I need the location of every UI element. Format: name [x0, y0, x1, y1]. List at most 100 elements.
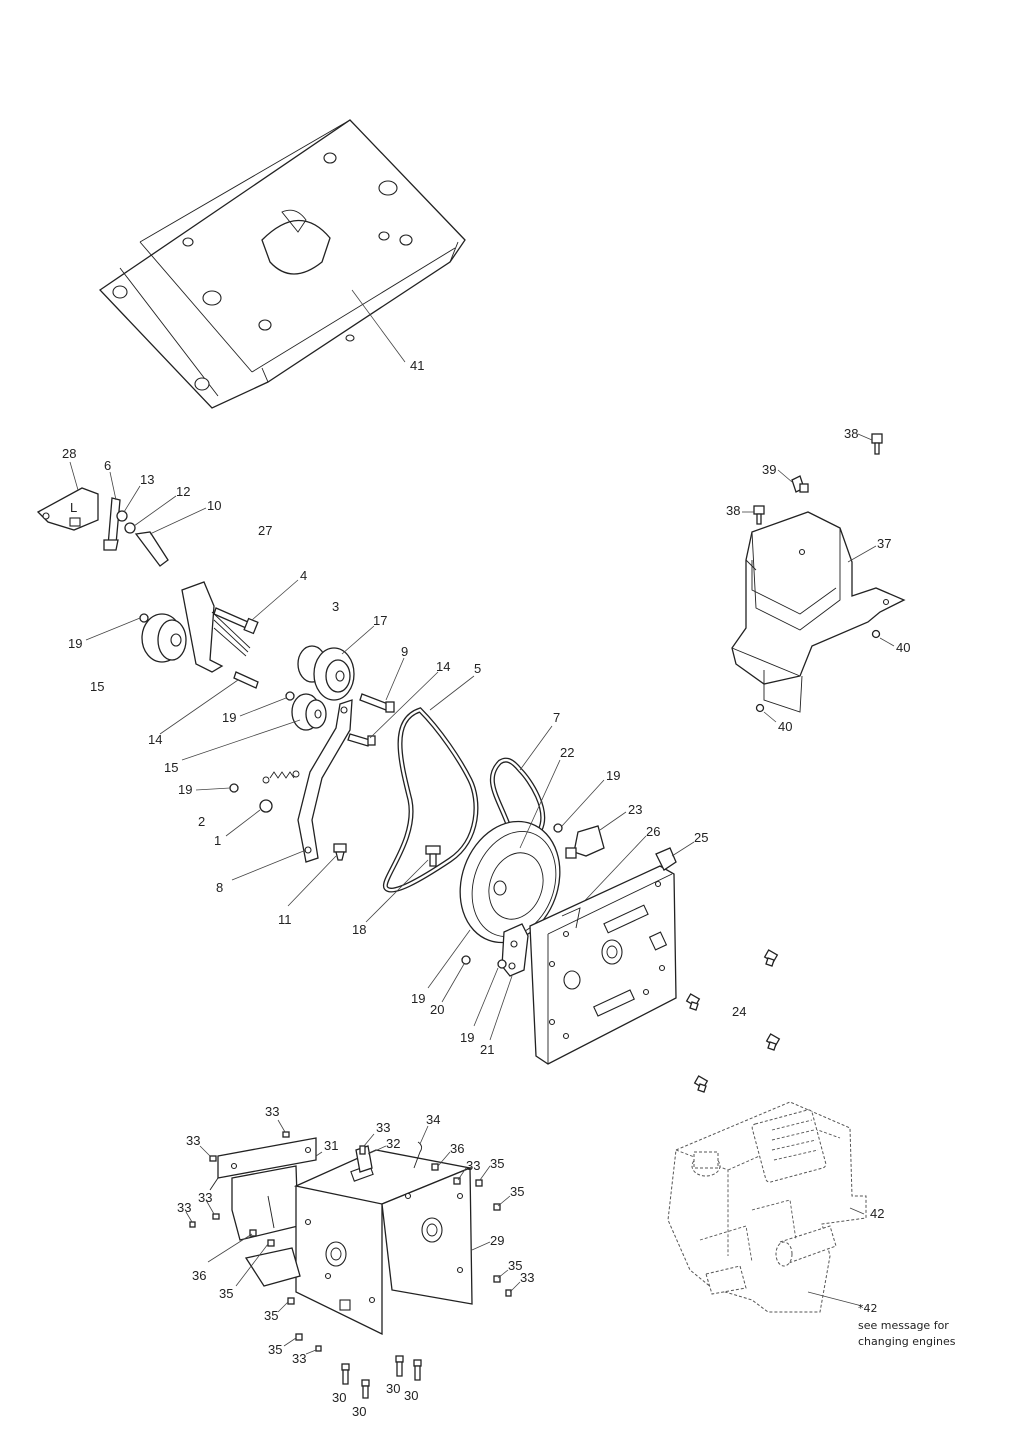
- bolt-38a: [871, 433, 883, 455]
- callout-42: 42: [870, 1206, 884, 1221]
- rod-34: [413, 1141, 423, 1169]
- pulley-17: [297, 645, 355, 701]
- callout-41: 41: [410, 358, 424, 373]
- callout-36b: 36: [192, 1268, 206, 1283]
- callout-23: 23: [628, 802, 642, 817]
- callout-33f: 33: [177, 1200, 191, 1215]
- chassis-plate-41: [99, 119, 466, 409]
- nut-40a: [871, 629, 881, 639]
- pulley-15b: [291, 693, 327, 731]
- callout-1: 1: [214, 833, 221, 848]
- rod-10: [134, 531, 169, 567]
- callout-11: 11: [278, 912, 292, 927]
- callout-14a: 14: [436, 659, 450, 674]
- callout-12: 12: [176, 484, 190, 499]
- callout-14b: 14: [148, 732, 162, 747]
- callout-31: 31: [324, 1138, 338, 1153]
- bolt-14b: [347, 733, 376, 747]
- callout-35f: 35: [268, 1342, 282, 1357]
- idler-bracket: [181, 581, 251, 673]
- callout-28: 28: [62, 446, 76, 461]
- callout-19a: 19: [68, 636, 82, 651]
- bolt-38b: [753, 505, 765, 525]
- shoulder-bolt-11: [333, 843, 347, 861]
- drive-belt-5: [382, 707, 479, 893]
- nut-19a: [139, 613, 149, 623]
- callout-21: 21: [480, 1042, 494, 1057]
- callout-15a: 15: [90, 679, 104, 694]
- callout-33c: 33: [376, 1120, 390, 1135]
- callout-19f: 19: [460, 1030, 474, 1045]
- fasteners-33-35-36: [189, 1131, 512, 1352]
- callout-30b: 30: [352, 1404, 366, 1419]
- callout-35b: 35: [510, 1184, 524, 1199]
- frame-assembly-29: [293, 1145, 473, 1336]
- callout-33g: 33: [520, 1270, 534, 1285]
- callout-19e: 19: [411, 991, 425, 1006]
- callout-39: 39: [762, 462, 776, 477]
- lever-6: [103, 497, 121, 551]
- clip-39: [791, 475, 809, 493]
- bracket-21: [501, 923, 529, 977]
- callout-33h: 33: [292, 1351, 306, 1366]
- callout-3: 3: [332, 599, 339, 614]
- callout-32: 32: [386, 1136, 400, 1151]
- bracket-28: L: [36, 487, 99, 531]
- callout-8: 8: [216, 880, 223, 895]
- mounting-plate-31: [209, 1137, 317, 1241]
- callout-35d: 35: [508, 1258, 522, 1273]
- callout-2: 2: [198, 814, 205, 829]
- washer-1: [259, 799, 273, 813]
- nut-12: [124, 522, 136, 534]
- base-plate: [244, 1247, 301, 1287]
- idler-arm-8: [297, 699, 353, 863]
- callout-9: 9: [401, 644, 408, 659]
- bolts-24: [685, 949, 781, 1093]
- extension-spring-2: [262, 770, 300, 784]
- callout-24: 24: [732, 1004, 746, 1019]
- note-ref: *42: [858, 1302, 878, 1315]
- callout-38b: 38: [726, 503, 740, 518]
- callout-25: 25: [694, 830, 708, 845]
- nut-19d: [553, 823, 563, 833]
- callout-4: 4: [300, 568, 307, 583]
- engine-42: [667, 1101, 867, 1313]
- callout-10: 10: [207, 498, 221, 513]
- callout-20: 20: [430, 1002, 444, 1017]
- callout-15b: 15: [164, 760, 178, 775]
- callout-33d: 33: [466, 1158, 480, 1173]
- nut-19b: [285, 691, 295, 701]
- idler-pulley-left: [141, 613, 187, 663]
- decal-letter: L: [70, 500, 77, 515]
- callout-35a: 35: [490, 1156, 504, 1171]
- callout-30c: 30: [386, 1381, 400, 1396]
- bolt-4: [213, 607, 259, 635]
- nut-19f: [497, 959, 507, 969]
- callout-19b: 19: [222, 710, 236, 725]
- callout-27: 27: [258, 523, 272, 538]
- callout-22: 22: [560, 745, 574, 760]
- callout-30d: 30: [404, 1388, 418, 1403]
- callout-33e: 33: [198, 1190, 212, 1205]
- bracket-23: [565, 825, 605, 859]
- callout-33b: 33: [186, 1133, 200, 1148]
- callout-17: 17: [373, 613, 387, 628]
- engine-change-note: *42 see message for changing engines: [858, 1302, 956, 1348]
- callout-7: 7: [553, 710, 560, 725]
- bolt-9: [359, 693, 395, 713]
- callout-29: 29: [490, 1233, 504, 1248]
- callout-30a: 30: [332, 1390, 346, 1405]
- callout-34: 34: [426, 1112, 440, 1127]
- callout-37: 37: [877, 536, 891, 551]
- callout-18: 18: [352, 922, 366, 937]
- callout-36a: 36: [450, 1141, 464, 1156]
- callout-35e: 35: [264, 1308, 278, 1323]
- callout-26: 26: [646, 824, 660, 839]
- callout-19c: 19: [178, 782, 192, 797]
- nut-40b: [755, 703, 765, 713]
- callout-5: 5: [474, 661, 481, 676]
- callout-33a: 33: [265, 1104, 279, 1119]
- callout-19d: 19: [606, 768, 620, 783]
- belt-cover-37: [731, 511, 906, 713]
